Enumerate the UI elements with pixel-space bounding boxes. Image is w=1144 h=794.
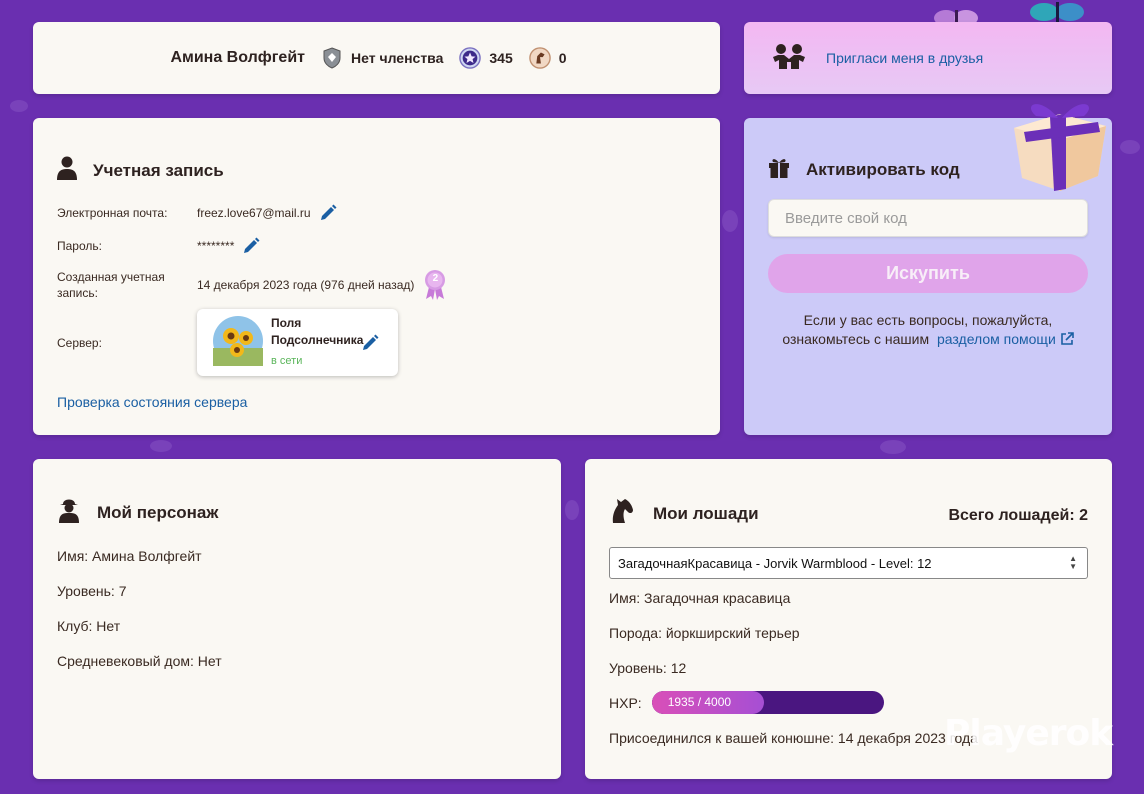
character-club: Клуб: Нет [57,618,121,634]
horse-level: Уровень: 12 [609,660,687,676]
hxp-label: HXP: [609,694,642,711]
horse-select-dropdown[interactable]: ЗагадочнаяКрасавица - Jorvik Warmblood -… [609,547,1088,579]
horses-total: Всего лошадей: 2 [948,507,1088,524]
server-label: Сервер: [57,335,102,350]
server-status: в сети [271,355,303,367]
sunflower-server-icon [213,316,263,369]
invite-friends-card: Пригласи меня в друзья [744,22,1112,94]
server-card: Поля Подсолнечника в сети [197,309,398,376]
email-label: Электронная почта: [57,206,168,220]
email-value: freez.love67@mail.ru [197,206,311,220]
bg-decoration [10,100,28,112]
friends-icon [770,43,808,74]
password-label: Пароль: [57,239,102,253]
help-text: Если у вас есть вопросы, пожалуйста, озн… [782,312,1053,347]
select-arrows-icon: ▲▼ [1069,554,1077,571]
gift-icon [768,156,790,183]
bg-decoration [722,210,738,232]
external-link-icon [1060,332,1074,351]
anniversary-badge-icon: 2 [422,269,448,301]
watermark: Playerok [944,713,1113,754]
edit-email-pencil-icon[interactable] [319,204,337,222]
code-input[interactable] [768,199,1088,237]
created-label: Созданная учетная запись: [57,270,165,300]
horse-head-icon [609,497,635,530]
character-name: Имя: Амина Волфгейт [57,548,202,564]
shield-icon [321,47,343,69]
server-name: Поля Подсолнечника [271,316,364,347]
star-coins-count: 345 [489,50,513,66]
account-title: Учетная запись [93,160,224,180]
character-level: Уровень: 7 [57,583,127,599]
account-card: Учетная запись Электронная почта: freez.… [33,118,720,435]
bg-decoration [150,440,172,452]
invite-friends-link[interactable]: Пригласи меня в друзья [826,50,984,66]
rider-icon [57,497,81,528]
bg-decoration [880,440,906,454]
membership-status: Нет членства [351,50,444,66]
help-section-link[interactable]: разделом помощи [937,331,1074,347]
player-name: Амина Волфгейт [170,49,305,66]
butterfly-icon [1030,2,1084,24]
star-coin-icon [459,47,482,69]
horses-card: Мои лошади Всего лошадей: 2 ЗагадочнаяКр… [585,459,1112,779]
character-title: Мой персонаж [97,502,219,522]
password-value: ******** [197,239,235,253]
horse-shoes-count: 0 [558,50,567,66]
redeem-button[interactable]: Искупить [768,254,1088,293]
gift-box-decoration-icon [1014,104,1106,191]
activate-title: Активировать код [806,159,960,179]
bg-decoration [1120,140,1140,154]
horse-shoe-icon [528,47,551,69]
hxp-progress-text: 1935 / 4000 [667,695,732,709]
horse-name: Имя: Загадочная красавица [609,590,791,606]
horse-joined-date: Присоединился к вашей конюшне: 14 декабр… [609,730,978,746]
edit-password-pencil-icon[interactable] [242,237,260,255]
horses-title: Мои лошади [653,503,759,523]
character-medieval-house: Средневековый дом: Нет [57,653,222,669]
bg-decoration [565,500,579,520]
user-icon [57,156,77,185]
edit-server-pencil-icon[interactable] [361,334,379,352]
help-link-label: разделом помощи [937,331,1056,347]
hxp-progress-fill [651,691,764,714]
badge-number: 2 [432,273,439,284]
server-status-check-link[interactable]: Проверка состояния сервера [57,394,248,410]
character-card: Мой персонаж Имя: Амина Волфгейт Уровень… [33,459,561,779]
horse-breed: Порода: йоркширский терьер [609,625,800,641]
player-header: Амина Волфгейт Нет членства 345 0 [33,22,720,94]
created-value: 14 декабря 2023 года (976 дней назад) [197,278,415,292]
horse-select-value: ЗагадочнаяКрасавица - Jorvik Warmblood -… [618,555,932,571]
hxp-progress-bar: 1935 / 4000 [651,691,884,714]
